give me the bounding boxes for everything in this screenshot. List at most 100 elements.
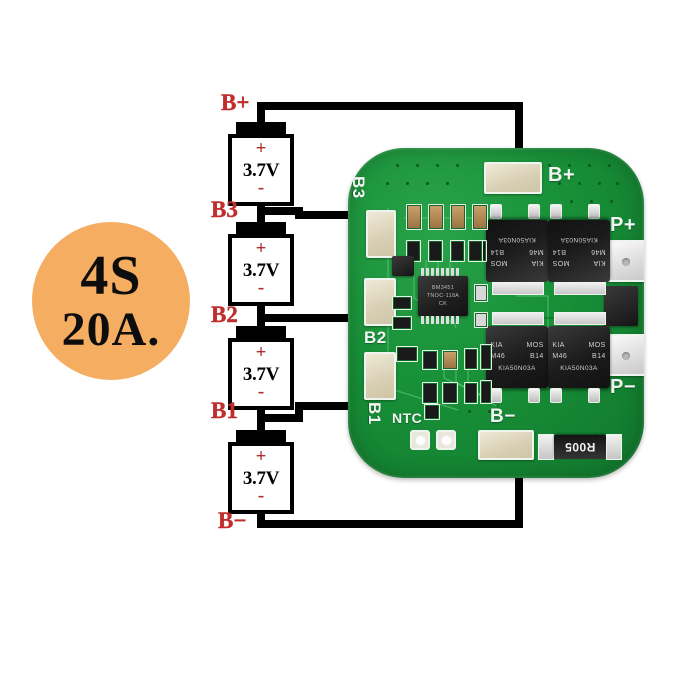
cell-1-cap xyxy=(236,430,286,444)
mosfet-leg xyxy=(490,204,502,219)
ic-marking-line-2: TNOC-118A xyxy=(426,293,460,299)
mosfet-tab xyxy=(492,312,544,325)
wire-cell4-to-cell3 xyxy=(257,204,265,228)
pad-p-plus[interactable] xyxy=(606,240,644,282)
ic-pins-top xyxy=(421,268,459,276)
cell-2-cap xyxy=(236,326,286,340)
ntc-pad-1[interactable] xyxy=(410,430,430,450)
pad-b-minus[interactable] xyxy=(478,430,534,460)
mosfet-bl-marking-1a: KIA xyxy=(490,342,503,349)
mosfet-leg xyxy=(528,204,540,219)
diode-sot223 xyxy=(604,286,638,326)
smd-capacitor xyxy=(474,284,488,302)
mosfet-leg xyxy=(588,204,600,219)
cell-1-plus: + xyxy=(255,446,267,467)
cell-4: + 3.7V - xyxy=(228,134,294,206)
mosfet-bl-marking-1b: MOS xyxy=(526,342,544,349)
silk-b3: B3 xyxy=(349,176,368,199)
wire-cell2-to-cell1 xyxy=(257,408,265,434)
pad-p-plus-hole xyxy=(622,258,630,266)
mosfet-br-marking-3: KIA50N03A xyxy=(560,365,598,372)
pad-b-plus[interactable] xyxy=(484,162,542,194)
cell-4-minus: - xyxy=(257,177,265,198)
mosfet-tr-marking-1a: KIA xyxy=(593,259,606,266)
mosfet-tab xyxy=(554,312,606,325)
mosfet-tl-marking-1a: KIA xyxy=(531,259,544,266)
terminal-label-b1: B1 xyxy=(211,398,238,423)
mosfet-br-marking-1a: KIA xyxy=(552,342,565,349)
wire-b3-horizontal xyxy=(295,211,375,219)
mosfet-tr-marking-1b: MOS xyxy=(552,259,570,266)
smd-resistor xyxy=(468,240,483,262)
cell-3-plus: + xyxy=(255,238,267,259)
wire-b-minus-vertical-right xyxy=(515,456,523,528)
shunt-resistor-label: R005 xyxy=(564,440,596,454)
mosfet-tr-marking-2b: B14 xyxy=(552,248,566,255)
mosfet-tl-marking-2a: M46 xyxy=(528,248,544,255)
mosfet-bl-marking-2a: M46 xyxy=(490,353,506,360)
smd-resistor xyxy=(480,344,492,370)
wire-b1-stub xyxy=(257,414,301,422)
smd-resistor xyxy=(442,350,458,370)
cell-1-voltage: 3.7V xyxy=(242,468,280,489)
wire-b1-horizontal xyxy=(295,402,375,410)
mosfet-bl-marking-3: KIA50N03A xyxy=(498,365,536,372)
smd-capacitor xyxy=(422,382,438,404)
smd-capacitor xyxy=(422,350,438,370)
mosfet-tr-marking-2a: M46 xyxy=(590,248,606,255)
wire-cell3-to-cell2 xyxy=(257,304,265,330)
mosfet-leg xyxy=(528,388,540,403)
mosfet-tab xyxy=(554,282,606,295)
smd-resistor xyxy=(392,316,412,330)
wire-b-minus-vertical-left xyxy=(257,510,265,528)
ic-marking-line-1: BM3451 xyxy=(431,285,455,291)
badge-line-2: 20A. xyxy=(61,303,161,356)
smd-resistor xyxy=(464,382,478,404)
balance-resistor xyxy=(450,204,466,230)
smd-capacitor xyxy=(396,346,418,362)
terminal-label-b3: B3 xyxy=(211,197,238,222)
terminal-label-b2: B2 xyxy=(211,302,238,327)
ntc-smd xyxy=(424,404,440,420)
shunt-pad-right xyxy=(606,434,622,460)
badge-line-1: 4S xyxy=(80,245,142,307)
cell-4-cap xyxy=(236,122,286,136)
spec-badge: 4S 20A. xyxy=(32,222,190,380)
shunt-pad-left xyxy=(538,434,554,460)
pad-b3[interactable] xyxy=(366,210,396,258)
pad-b1[interactable] xyxy=(364,352,396,400)
mosfet-leg xyxy=(588,388,600,403)
cell-2-minus: - xyxy=(257,381,265,402)
mosfet-br-marking-1b: MOS xyxy=(588,342,606,349)
balance-resistor xyxy=(428,204,444,230)
cell-1-minus: - xyxy=(257,485,265,506)
protection-ic: BM3451 TNOC-118A CK xyxy=(418,276,468,316)
wire-b-minus-horizontal xyxy=(257,520,523,528)
ntc-pad-2[interactable] xyxy=(436,430,456,450)
mosfet-tl-marking-3: KIA50N03A xyxy=(498,236,536,243)
cell-3-cap xyxy=(236,222,286,236)
balance-resistor xyxy=(472,204,488,230)
wire-b-plus-horizontal xyxy=(257,102,523,110)
wire-b1-riser xyxy=(295,402,303,422)
wire-b-plus-vertical-right xyxy=(515,102,523,170)
ic-pins-bottom xyxy=(421,316,459,324)
cell-3-voltage: 3.7V xyxy=(242,260,280,281)
terminal-label-b-plus: B+ xyxy=(221,90,250,115)
silk-b1: B1 xyxy=(365,402,384,425)
smd-resistor xyxy=(428,240,443,262)
mosfet-leg xyxy=(550,204,562,219)
mosfet-leg xyxy=(550,388,562,403)
terminal-label-b-minus: B− xyxy=(218,508,247,533)
pad-p-minus[interactable] xyxy=(606,334,644,376)
silk-p-plus: P+ xyxy=(610,214,637,236)
mosfet-br-marking-2a: M46 xyxy=(552,353,568,360)
silk-p-minus: P− xyxy=(610,376,637,398)
cell-4-voltage: 3.7V xyxy=(242,160,280,181)
